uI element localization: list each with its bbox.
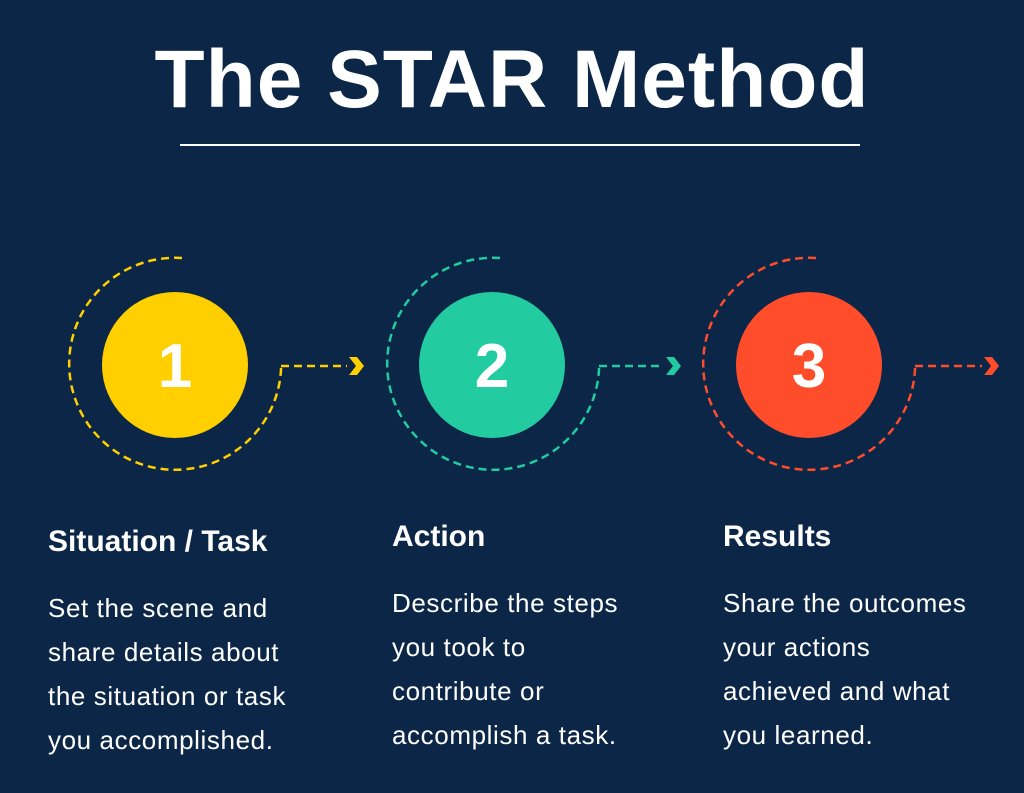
step-2-text: Action Describe the steps you took to co… [392, 519, 692, 757]
chevron-right-icon [984, 357, 999, 375]
desc-line: share details about [48, 637, 280, 667]
step-3-circle [736, 292, 882, 438]
step-1-graphic: 1 [68, 256, 364, 472]
dashed-arc-3 [702, 256, 917, 472]
step-3-description: Share the outcomes your actions achieved… [723, 581, 1023, 757]
desc-line: Set the scene and [48, 593, 268, 623]
chevron-right-icon [666, 357, 681, 375]
desc-line: you took to [392, 632, 526, 662]
desc-line: accomplish a task. [392, 720, 617, 750]
step-2-circle [419, 292, 565, 438]
step-1-number: 1 [158, 332, 192, 401]
desc-line: you accomplished. [48, 725, 274, 755]
dashed-arc-2 [386, 256, 601, 472]
desc-line: you learned. [723, 720, 874, 750]
step-1-title: Situation / Task [48, 525, 268, 558]
desc-line: the situation or task [48, 681, 287, 711]
desc-line: Share the outcomes [723, 588, 967, 618]
desc-line: achieved and what [723, 676, 951, 706]
page-title: The STAR Method [154, 34, 870, 125]
step-3-title: Results [723, 520, 832, 553]
step-3-graphic: 3 [702, 256, 999, 472]
step-2-title: Action [392, 520, 486, 553]
desc-line: contribute or [392, 676, 545, 706]
step-3-text: Results Share the outcomes your actions … [723, 519, 1023, 757]
step-2-number: 2 [475, 332, 509, 401]
chevron-right-icon [349, 357, 364, 375]
step-2-graphic: 2 [386, 256, 681, 472]
step-2-description: Describe the steps you took to contribut… [392, 581, 692, 757]
step-1-circle [102, 292, 248, 438]
title-divider [180, 144, 860, 146]
step-3-number: 3 [792, 332, 826, 401]
desc-line: Describe the steps [392, 588, 619, 618]
step-1-text: Situation / Task Set the scene and share… [48, 524, 368, 762]
dashed-arc-1 [68, 256, 283, 472]
step-1-description: Set the scene and share details about th… [48, 586, 368, 762]
desc-line: your actions [723, 632, 871, 662]
